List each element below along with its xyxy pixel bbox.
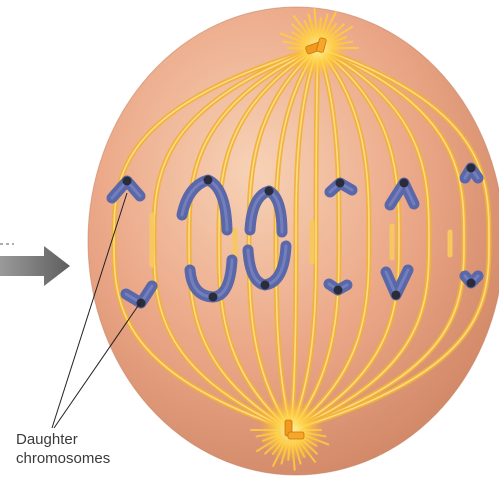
centromere <box>123 177 132 186</box>
centromere <box>204 176 213 185</box>
label-line-2: chromosomes <box>16 449 110 468</box>
centromere <box>467 164 476 173</box>
centriole <box>288 432 304 439</box>
right-arrow-icon <box>0 246 70 286</box>
centromere <box>334 286 343 295</box>
centromere <box>392 291 401 300</box>
centromere <box>400 179 409 188</box>
centromere <box>467 279 476 288</box>
label-line-1: Daughter <box>16 430 110 449</box>
centromere <box>336 179 345 188</box>
centromere <box>261 281 270 290</box>
centromere <box>209 293 218 302</box>
centromere <box>265 187 274 196</box>
daughter-chromosomes-label: Daughter chromosomes <box>16 430 110 468</box>
